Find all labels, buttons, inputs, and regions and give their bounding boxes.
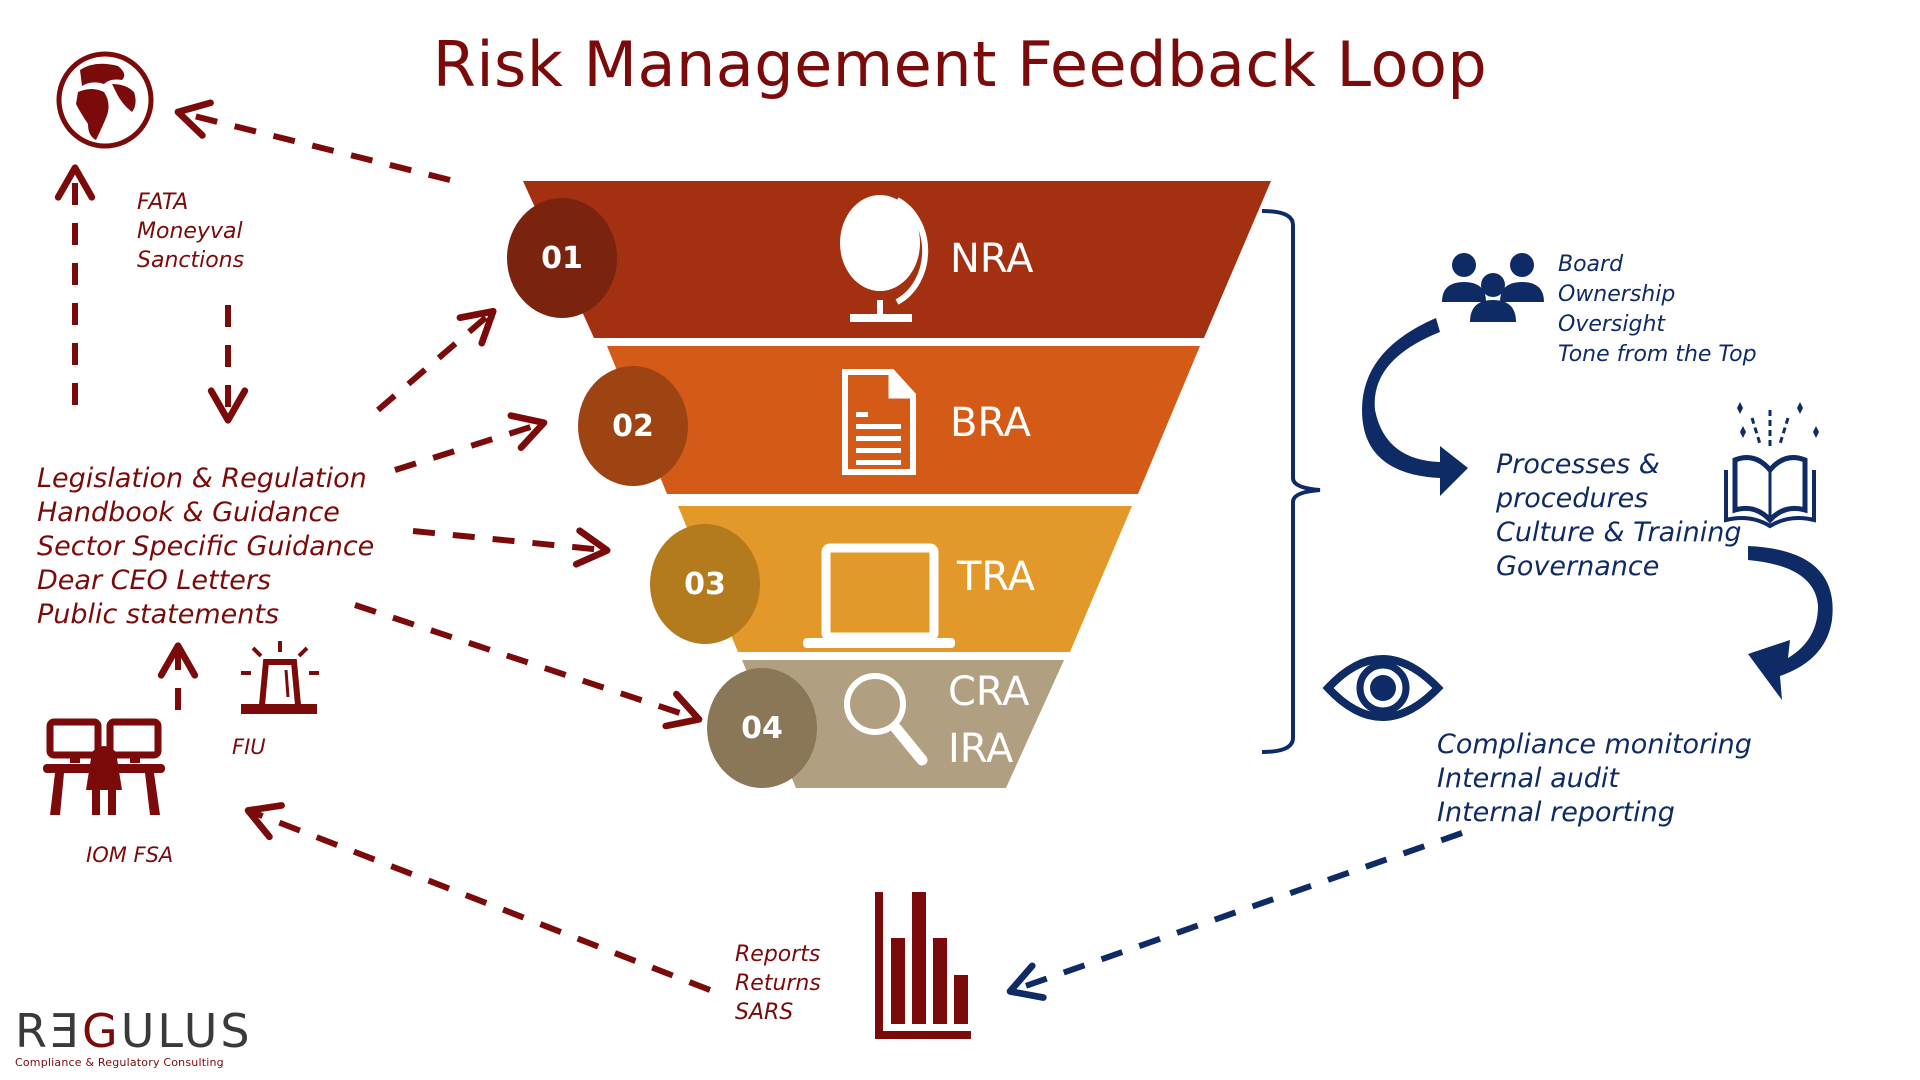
monitoring-list: Compliance monitoring Internal audit Int… <box>1437 728 1752 830</box>
governance-item: Ownership <box>1558 282 1676 307</box>
report-item: Returns <box>735 971 821 996</box>
laptop-icon <box>803 543 955 648</box>
band-label-bra: BRA <box>950 400 1032 446</box>
logo-wordmark: RƎGULUS <box>15 1008 253 1054</box>
desk-globe-icon <box>840 195 929 322</box>
monitoring-item: Internal reporting <box>1437 797 1675 828</box>
step-circle-2: 02 <box>578 366 688 486</box>
regulator-label: IOM FSA <box>86 843 174 867</box>
regulus-logo: RƎGULUS Compliance & Regulatory Consulti… <box>15 1008 253 1069</box>
international-bodies-list: FATA Moneyval Sanctions <box>137 188 244 275</box>
band-label-nra: NRA <box>950 236 1034 282</box>
band-label-ira: IRA <box>948 726 1014 772</box>
logo-wordmark-rest: ULUS <box>120 1004 253 1058</box>
regulatory-source: Legislation & Regulation <box>37 463 367 494</box>
arrow-to-step-3 <box>412 527 611 568</box>
funnel-band-3 <box>678 506 1132 652</box>
report-item: Reports <box>735 942 821 967</box>
reports-list: Reports Returns SARS <box>735 940 821 1027</box>
magnifier-icon <box>844 673 928 766</box>
international-body: FATA <box>137 190 189 215</box>
people-group-icon <box>1442 253 1544 322</box>
world-globe-icon <box>56 51 154 149</box>
band-label-tra: TRA <box>956 554 1036 600</box>
report-item: SARS <box>735 1000 794 1025</box>
step-circle-1: 01 <box>507 198 617 318</box>
step-number-1: 01 <box>541 241 583 276</box>
document-icon <box>842 369 916 475</box>
monitoring-item: Compliance monitoring <box>1437 729 1752 760</box>
logo-wordmark-start: RƎ <box>15 1004 83 1058</box>
maroon-arrows <box>54 99 712 993</box>
process-item: procedures <box>1496 483 1649 514</box>
regulatory-source: Public statements <box>37 599 280 630</box>
right-brace <box>1261 209 1321 754</box>
governance-list: Board Ownership Oversight Tone from the … <box>1558 250 1757 370</box>
step-number-2: 02 <box>612 409 654 444</box>
international-body: Moneyval <box>137 219 243 244</box>
governance-item: Tone from the Top <box>1558 342 1757 367</box>
logo-tagline: Compliance & Regulatory Consulting <box>15 1056 224 1069</box>
eye-icon <box>1322 655 1444 721</box>
international-body: Sanctions <box>137 248 245 273</box>
arrow-to-step-1 <box>376 307 497 413</box>
step-circle-3: 03 <box>650 524 760 644</box>
fiu-label: FIU <box>232 735 266 759</box>
arrow-to-reports <box>1006 830 1463 1001</box>
siren-icon <box>241 641 319 714</box>
processes-list: Processes & procedures Culture & Trainin… <box>1496 448 1742 584</box>
curved-arrow-processes-to-monitoring <box>1748 546 1833 700</box>
arrow-to-step-4 <box>354 602 703 730</box>
process-item: Culture & Training <box>1496 517 1742 548</box>
page-title: Risk Management Feedback Loop <box>432 28 1488 101</box>
bar-chart-icon <box>875 892 971 1039</box>
process-item: Governance <box>1496 551 1660 582</box>
logo-wordmark-g: G <box>82 1004 121 1058</box>
regulatory-source: Handbook & Guidance <box>37 497 340 528</box>
band-label-cra: CRA <box>948 669 1030 715</box>
step-number-3: 03 <box>684 567 726 602</box>
step-circle-4: 04 <box>707 668 817 788</box>
arrow-to-step-2 <box>394 412 548 473</box>
funnel-band-4 <box>742 660 1064 788</box>
arrow-to-regulator <box>244 802 712 993</box>
arrow-to-global <box>174 99 451 183</box>
monitoring-item: Internal audit <box>1437 763 1619 794</box>
governance-item: Oversight <box>1558 312 1666 337</box>
workstation-icon <box>43 718 165 815</box>
regulatory-source: Sector Specific Guidance <box>37 531 375 562</box>
regulatory-sources-list: Legislation & Regulation Handbook & Guid… <box>37 462 374 632</box>
regulatory-source: Dear CEO Letters <box>37 565 271 596</box>
governance-item: Board <box>1558 252 1624 277</box>
step-number-4: 04 <box>741 711 783 746</box>
open-book-icon <box>1724 402 1819 529</box>
curved-arrow-governance-to-processes <box>1362 318 1468 496</box>
funnel-band-2 <box>607 346 1200 494</box>
process-item: Processes & <box>1496 449 1660 480</box>
